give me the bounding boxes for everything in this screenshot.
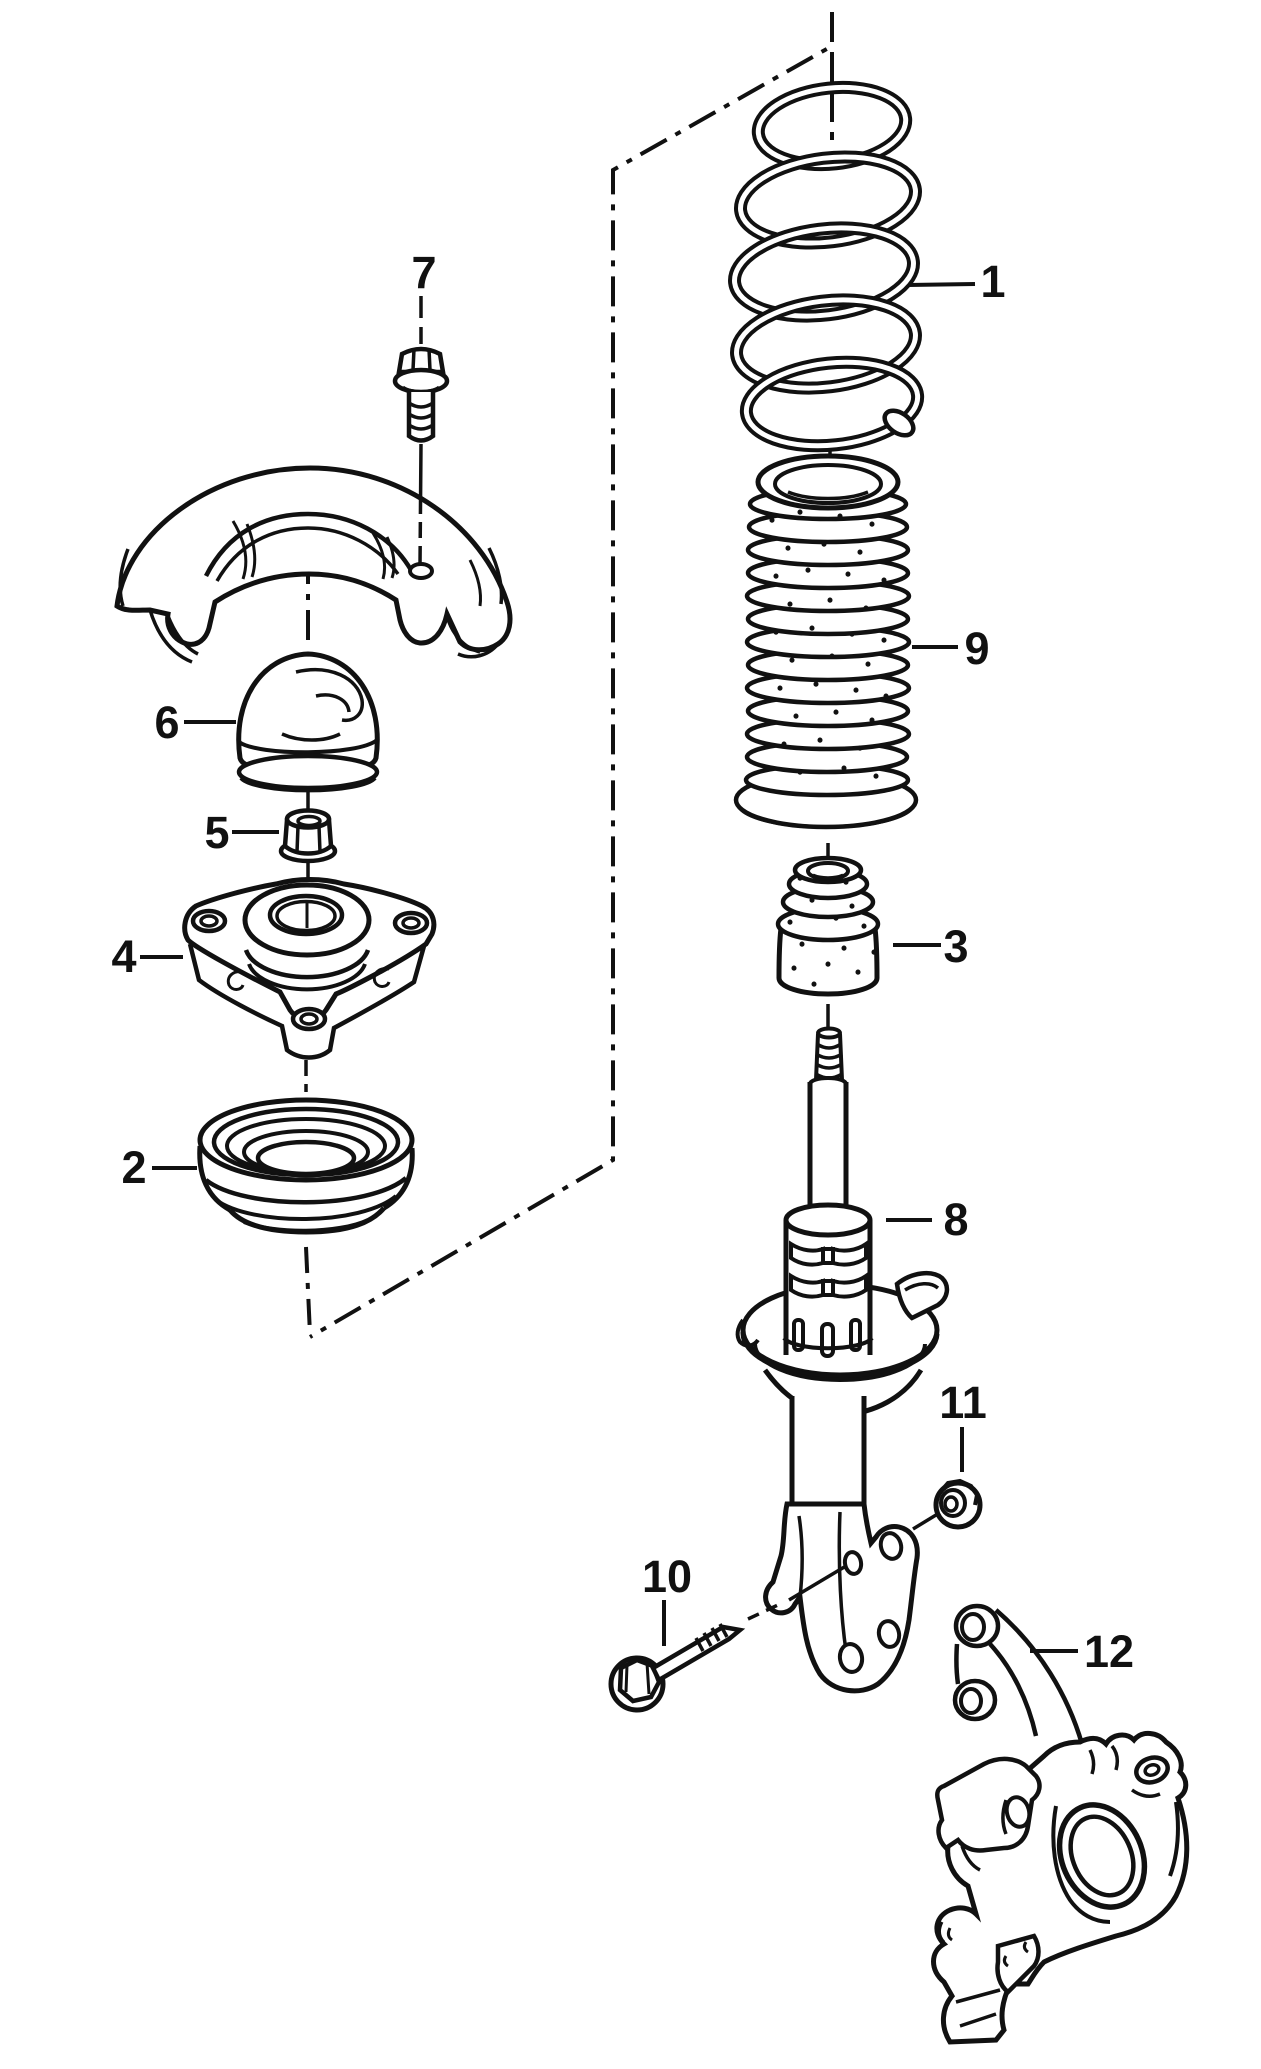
knuckle-caliper-lug xyxy=(935,1756,1042,1853)
callout-1-leader xyxy=(907,282,976,287)
part-nut-11 xyxy=(912,1478,983,1531)
callout-7: 7 xyxy=(411,247,436,298)
callout-5: 5 xyxy=(204,807,229,858)
strut-upper-cylinder xyxy=(782,1202,874,1358)
callout-8: 8 xyxy=(943,1194,968,1245)
strut-lower-tube xyxy=(789,1396,867,1512)
axis-fold-line xyxy=(308,12,834,1339)
part-nut-5 xyxy=(278,808,338,864)
callout-3: 3 xyxy=(943,921,968,972)
callout-10: 10 xyxy=(642,1551,692,1602)
bump-stop-dots xyxy=(787,875,877,987)
part-strut-mount xyxy=(182,877,437,1060)
spring-coils xyxy=(728,80,925,453)
part-steering-knuckle xyxy=(931,1603,1190,2045)
callout-labels: 1 2 3 4 5 6 7 8 9 10 11 12 xyxy=(111,247,1134,1677)
part-protective-cap-6 xyxy=(236,651,380,793)
callout-12: 12 xyxy=(1084,1626,1134,1677)
callout-9: 9 xyxy=(964,623,989,674)
seat-tab xyxy=(894,1270,950,1321)
part-coil-spring xyxy=(728,80,925,453)
knuckle-balljoint-eye xyxy=(1134,1755,1170,1785)
part-bump-stop xyxy=(775,855,881,997)
boot-texture-dots xyxy=(769,509,889,779)
cap-bolt-hole xyxy=(408,562,434,580)
part-bolt-7 xyxy=(392,346,450,567)
mount-skirt xyxy=(187,943,427,1060)
knuckle-lower-boss xyxy=(995,1933,1041,1995)
part-dust-cover-cap xyxy=(114,465,513,664)
part-clamp-bolt xyxy=(608,1602,781,1713)
callout-1: 1 xyxy=(980,256,1005,307)
callout-2: 2 xyxy=(121,1142,146,1193)
spring-end-tail xyxy=(882,408,916,438)
part-protective-boot xyxy=(733,453,919,830)
strut-spring-seat xyxy=(735,1270,950,1418)
callout-11: 11 xyxy=(939,1377,987,1428)
bolt-alignment-line xyxy=(788,1564,847,1602)
boot-ribs xyxy=(743,486,912,798)
knuckle-hub-bore xyxy=(1056,1802,1148,1910)
callout-6: 6 xyxy=(154,697,179,748)
part-strut-bearing xyxy=(197,1097,415,1235)
strut-rod-thread xyxy=(814,1026,844,1081)
part-suspension-strut xyxy=(735,1026,950,1694)
strut-clamp-bracket xyxy=(763,1501,920,1694)
callout-4: 4 xyxy=(111,931,136,982)
